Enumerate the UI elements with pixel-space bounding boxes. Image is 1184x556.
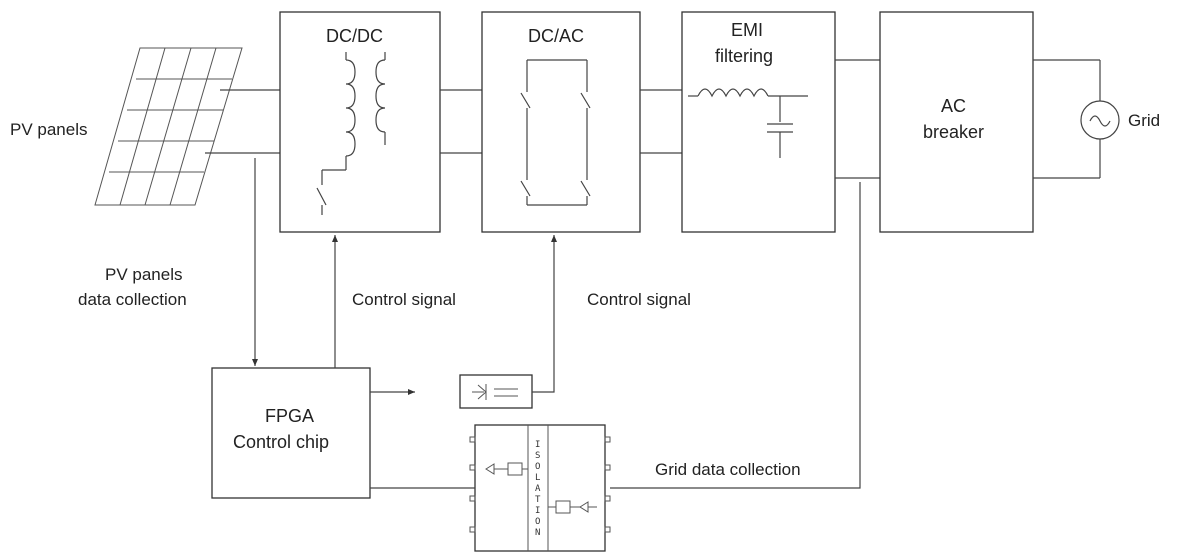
grid-data-collection-line [610, 182, 861, 489]
emi-filter-block [681, 11, 836, 233]
emi-label-line1: EMI [731, 20, 763, 40]
grid-label: Grid [1128, 111, 1160, 130]
svg-text:N: N [535, 528, 540, 538]
control-signal-label-1: Control signal [352, 290, 456, 309]
svg-text:L: L [535, 473, 540, 483]
emi-label-line2: filtering [715, 46, 773, 66]
isolation-chip-block [469, 424, 611, 552]
svg-text:O: O [535, 462, 540, 472]
fpga-label-line2: Control chip [233, 432, 329, 452]
switch-bridge-icon [520, 59, 591, 206]
dcdc-label: DC/DC [326, 26, 383, 46]
fpga-label-line1: FPGA [265, 406, 314, 426]
isolation-barrier-label: I S O L A T I O N [535, 440, 541, 538]
optocoupler-icon [472, 384, 518, 400]
svg-text:S: S [535, 451, 540, 461]
ac-breaker-label-line2: breaker [923, 122, 984, 142]
optocoupler-block [459, 374, 533, 409]
grid-data-collection-label: Grid data collection [655, 460, 801, 479]
dcac-inverter-block [481, 11, 641, 233]
optocoupler-to-dcac-arrow [532, 235, 557, 393]
pv-panel-array-icon [94, 47, 243, 206]
pv-panels-label: PV panels [10, 120, 88, 139]
ac-breaker-label-line1: AC [941, 96, 966, 116]
svg-text:O: O [535, 517, 540, 527]
pv-data-collection-label-line2: data collection [78, 290, 187, 309]
svg-text:I: I [535, 506, 540, 516]
lc-filter-icon [688, 88, 808, 158]
control-signal-label-2: Control signal [587, 290, 691, 309]
transformer-icon [316, 52, 386, 215]
dcac-label: DC/AC [528, 26, 584, 46]
svg-text:T: T [535, 495, 541, 505]
dcdc-converter-block [279, 11, 441, 233]
pv-data-collection-label-line1: PV panels [105, 265, 183, 284]
ac-source-icon [1080, 100, 1120, 140]
ac-breaker-block [879, 11, 1034, 233]
svg-text:A: A [535, 484, 541, 494]
svg-text:I: I [535, 440, 540, 450]
fpga-control-chip-block [211, 367, 371, 499]
grid-connection-lines [1033, 59, 1101, 179]
